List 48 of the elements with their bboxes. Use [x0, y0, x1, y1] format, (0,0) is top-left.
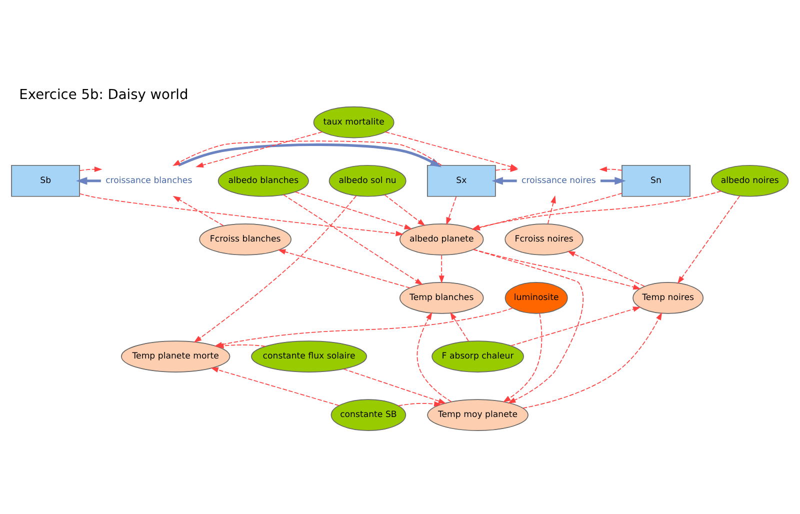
node-ellipse: luminosite — [504, 282, 568, 314]
node-box: Sb — [11, 164, 80, 196]
node-ellipse: F absorp chaleur — [432, 340, 524, 372]
arrow — [178, 142, 442, 167]
arrow — [446, 196, 457, 225]
arrow — [677, 194, 740, 284]
node-ellipse: albedo noires — [711, 164, 789, 196]
arrow — [283, 194, 423, 285]
arrow — [416, 312, 452, 402]
arrow — [438, 254, 444, 283]
arrow — [343, 368, 446, 404]
arrow — [196, 131, 323, 168]
node-text: croissance noires — [522, 176, 596, 186]
node-box: Sn — [622, 164, 690, 196]
arrow — [216, 342, 266, 348]
node-ellipse: Temp blanches — [400, 282, 484, 314]
arrow — [384, 130, 518, 169]
node-ellipse: albedo blanches — [218, 164, 309, 196]
arrow — [76, 176, 101, 184]
node-ellipse: constante flux solaire — [251, 340, 368, 372]
arrow — [502, 312, 542, 402]
arrow — [510, 306, 641, 346]
arrow — [492, 176, 517, 184]
arrow — [79, 166, 102, 172]
arrow — [473, 248, 641, 290]
arrow — [294, 190, 412, 229]
node-text: croissance blanches — [106, 176, 192, 186]
arrow — [547, 194, 556, 224]
node-ellipse: constante SB — [330, 398, 406, 430]
node-ellipse: Fcroiss noires — [504, 222, 584, 255]
arrow — [278, 248, 410, 288]
arrow — [398, 400, 442, 406]
arrow — [567, 250, 645, 286]
arrow — [600, 176, 626, 184]
node-ellipse: taux mortalite — [313, 106, 394, 138]
arrow — [194, 194, 357, 342]
arrow — [79, 192, 404, 236]
diagram-title: Exercice 5b: Daisy world — [19, 86, 188, 102]
arrow — [172, 140, 442, 166]
node-ellipse: albedo sol nu — [328, 164, 406, 196]
arrow — [472, 248, 584, 403]
arrow — [384, 194, 426, 226]
arrow — [172, 195, 224, 226]
arrow — [450, 312, 469, 342]
arrow — [210, 366, 340, 406]
node-box: Sx — [427, 164, 496, 196]
arrow — [522, 312, 662, 408]
arrow — [599, 166, 622, 172]
